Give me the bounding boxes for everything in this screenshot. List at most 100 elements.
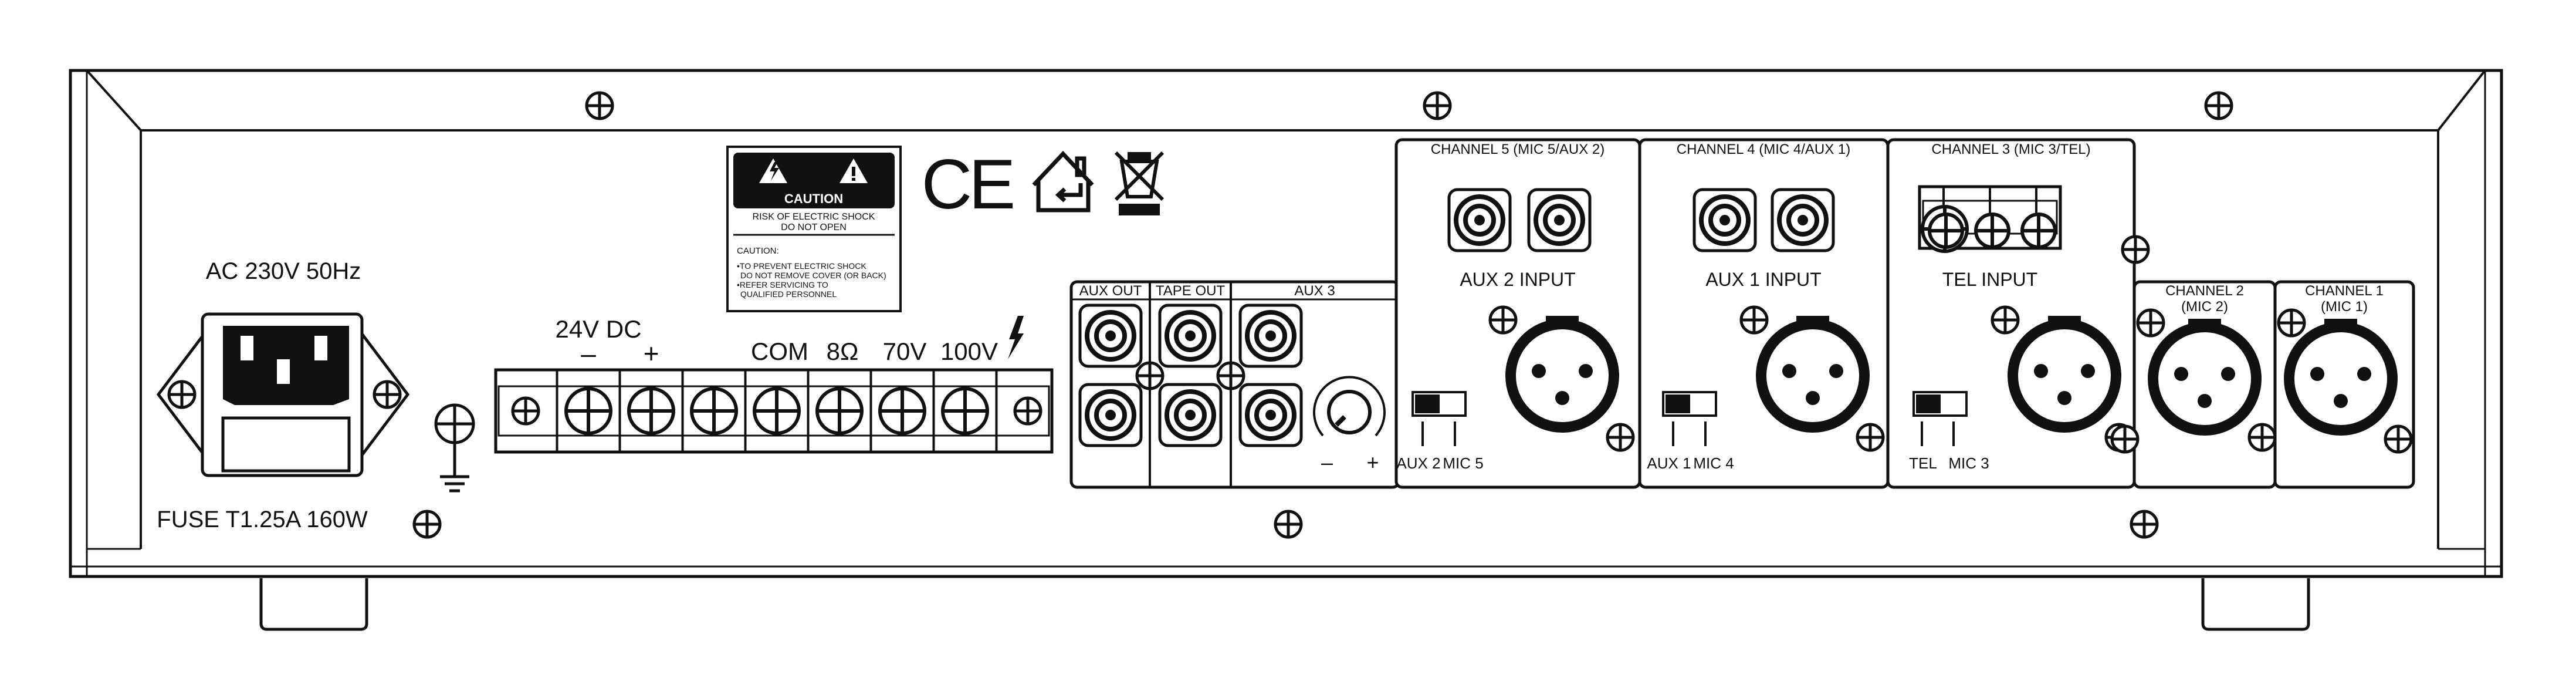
channel-3-mode-switch[interactable]	[1912, 391, 1968, 446]
screw-icon	[2206, 93, 2232, 119]
aux3-jack-2[interactable]	[1240, 385, 1301, 446]
channel-5-switch-aux-label: AUX 2	[1396, 454, 1440, 472]
caution-risk-2: DO NOT OPEN	[781, 222, 847, 232]
aux3-label: AUX 3	[1294, 283, 1335, 299]
screw-icon	[2138, 310, 2164, 336]
channel-4-switch-mic-label: MIC 4	[1693, 454, 1734, 472]
tel-terminal-screws	[1928, 213, 2057, 249]
screw-icon	[2112, 426, 2138, 452]
terminal-screws	[513, 370, 1041, 452]
aux2-input-label: AUX 2 INPUT	[1460, 269, 1575, 290]
aux3-knob-plus: +	[1366, 450, 1379, 474]
screw-icon	[587, 93, 612, 119]
aux3-jack-1[interactable]	[1240, 305, 1301, 366]
terminal-screw-icon[interactable]	[692, 389, 736, 433]
terminal-screw-icon[interactable]	[943, 389, 987, 433]
channel-1-title-line2: (MIC 1)	[2321, 299, 2368, 315]
channel-1-title-line1: CHANNEL 1	[2305, 283, 2384, 299]
caution-label	[726, 146, 902, 312]
terminal-screw-icon[interactable]	[817, 389, 862, 433]
aux2-input-jack-right[interactable]	[1529, 190, 1590, 251]
caution-note-1: •TO PREVENT ELECTRIC SHOCK	[737, 261, 866, 271]
caution-sub-header: CAUTION:	[737, 246, 779, 256]
foot-right	[2201, 578, 2310, 631]
aux-out-jack-1[interactable]	[1080, 305, 1141, 366]
channel-5-xlr-input[interactable]	[1511, 316, 1614, 427]
indoor-use-icon	[1032, 150, 1094, 213]
8ohm-label: 8Ω	[827, 338, 859, 365]
aux3-knob-minus: –	[1321, 450, 1333, 474]
terminal-screw-icon[interactable]	[880, 389, 925, 433]
screw-icon	[513, 398, 539, 424]
screw-icon	[2385, 426, 2411, 452]
screw-icon	[1490, 307, 1516, 333]
screw-icon	[1607, 424, 1633, 450]
screw-icon	[2123, 237, 2148, 262]
dc-minus-label: –	[581, 338, 596, 369]
channel-2-xlr-input[interactable]	[2153, 319, 2256, 430]
aux-out-label: AUX OUT	[1079, 283, 1142, 299]
channel-1-xlr-input[interactable]	[2289, 319, 2392, 430]
screw-icon	[2249, 424, 2275, 450]
channel-5-title: CHANNEL 5 (MIC 5/AUX 2)	[1431, 141, 1605, 157]
screw-icon	[374, 382, 400, 407]
ac-inlet[interactable]	[156, 312, 410, 477]
100v-label: 100V	[940, 338, 998, 365]
screw-icon	[1137, 363, 1163, 389]
aux1-input-jack-right[interactable]	[1772, 190, 1833, 251]
screw-icon	[1857, 424, 1883, 450]
terminal-screw-icon[interactable]	[754, 389, 799, 433]
channel-5-panel	[1394, 138, 1641, 489]
channel-3-xlr-input[interactable]	[2013, 316, 2116, 427]
lightning-icon	[1008, 316, 1024, 359]
screw-icon	[1275, 511, 1301, 537]
screw-icon	[1992, 307, 2018, 333]
caution-header: CAUTION	[784, 191, 843, 206]
screw-icon	[2279, 310, 2304, 336]
aux-out-jack-2[interactable]	[1080, 385, 1141, 446]
channel-4-switch-aux-label: AUX 1	[1647, 454, 1691, 472]
tape-out-jack-2[interactable]	[1160, 385, 1221, 446]
caution-note-4: QUALIFIED PERSONNEL	[740, 289, 837, 299]
70v-label: 70V	[883, 338, 927, 365]
fuse-label: FUSE T1.25A 160W	[157, 507, 368, 532]
screw-icon	[1015, 398, 1041, 424]
foot-left	[259, 578, 368, 631]
channel-3-title: CHANNEL 3 (MIC 3/TEL)	[1931, 141, 2090, 157]
channel-5-switch-mic-label: MIC 5	[1443, 454, 1483, 472]
aux3-level-knob[interactable]	[1313, 376, 1386, 437]
channel-5-mode-switch[interactable]	[1411, 391, 1467, 446]
screw-icon	[414, 511, 440, 537]
screw-icon	[1424, 93, 1450, 119]
ground-icon	[434, 403, 475, 493]
channel-3-switch-mic-label: MIC 3	[1948, 454, 1989, 472]
channel-2-title-line1: CHANNEL 2	[2165, 283, 2244, 299]
terminal-screw-icon[interactable]	[566, 389, 611, 433]
channel-4-xlr-input[interactable]	[1761, 316, 1864, 427]
terminal-screw-icon[interactable]	[629, 389, 673, 433]
weee-bin-icon	[1114, 151, 1165, 215]
aux1-input-jack-left[interactable]	[1694, 190, 1755, 251]
aux2-input-jack-left[interactable]	[1449, 190, 1510, 251]
tel-input-label: TEL INPUT	[1942, 269, 2037, 290]
screw-icon	[1741, 307, 1767, 333]
tape-out-jack-1[interactable]	[1160, 305, 1221, 366]
caution-risk-1: RISK OF ELECTRIC SHOCK	[753, 212, 875, 222]
dc-plus-label: +	[644, 338, 659, 369]
screw-icon	[1218, 363, 1244, 389]
channel-4-title: CHANNEL 4 (MIC 4/AUX 1)	[1677, 141, 1851, 157]
channel-4-mode-switch[interactable]	[1662, 391, 1717, 446]
dc-label: 24V DC	[555, 315, 641, 343]
caution-note-2: DO NOT REMOVE COVER (OR BACK)	[740, 271, 886, 280]
com-label: COM	[751, 338, 808, 365]
channel-3-switch-tel-label: TEL	[1909, 454, 1937, 472]
ce-mark-icon: CE	[922, 145, 1013, 224]
screw-icon	[169, 382, 195, 407]
tape-out-label: TAPE OUT	[1156, 283, 1226, 299]
ac-label: AC 230V 50Hz	[206, 258, 361, 284]
aux1-input-label: AUX 1 INPUT	[1705, 269, 1821, 290]
screw-icon	[2131, 511, 2157, 537]
caution-note-3: •REFER SERVICING TO	[737, 280, 828, 289]
